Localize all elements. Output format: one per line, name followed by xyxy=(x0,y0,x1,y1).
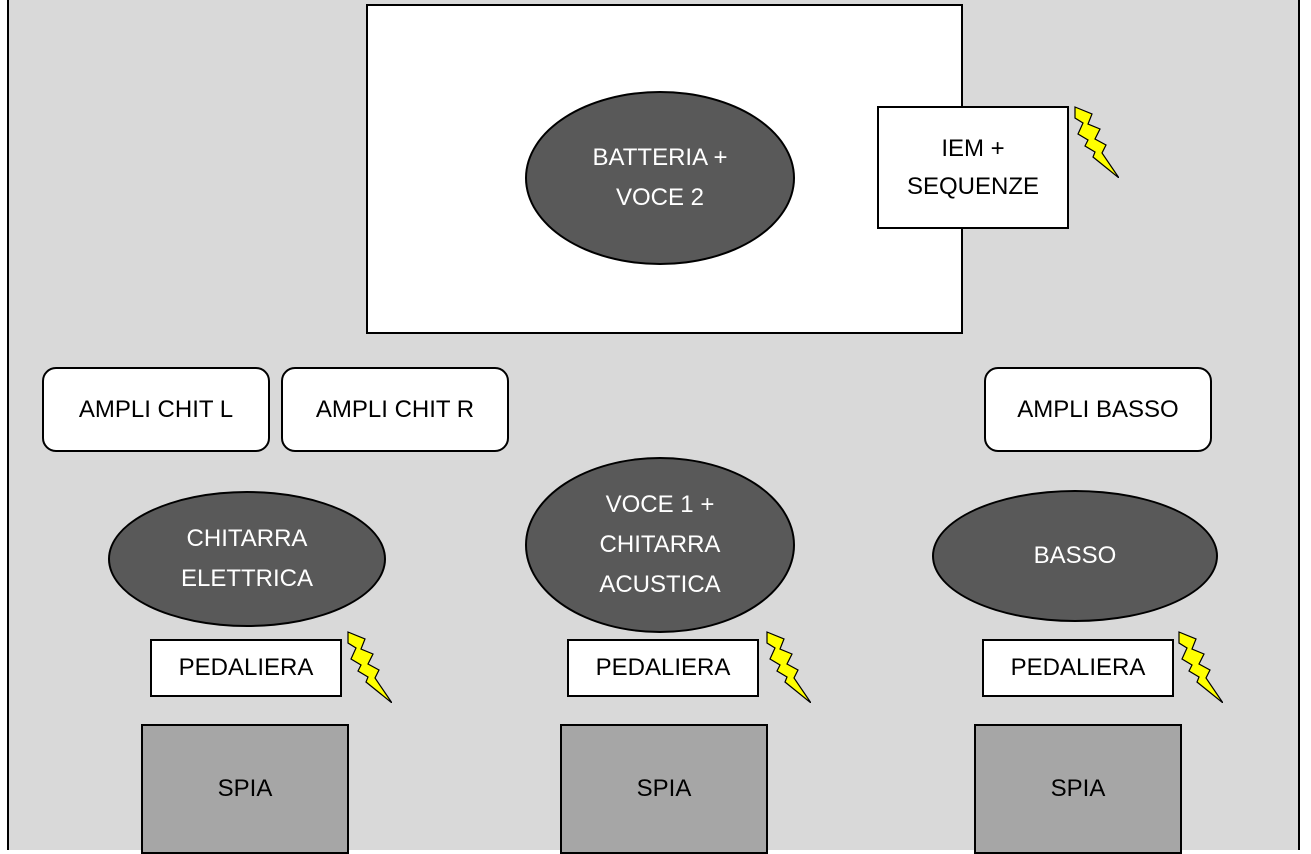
monitor-wedge-right: SPIA xyxy=(974,724,1182,854)
electric-guitar-position: CHITARRA ELETTRICA xyxy=(108,491,386,627)
pedalboard-right: PEDALIERA xyxy=(982,639,1174,697)
monitor-wedge-left: SPIA xyxy=(141,724,349,854)
lightning-bolt-icon xyxy=(347,631,392,703)
lightning-bolt-icon xyxy=(1178,631,1223,703)
guitar-amp-left: AMPLI CHIT L xyxy=(42,367,270,452)
guitar-amp-right: AMPLI CHIT R xyxy=(281,367,509,452)
pedalboard-left: PEDALIERA xyxy=(150,639,342,697)
drums-vocal2-position: BATTERIA + VOCE 2 xyxy=(525,91,795,265)
lightning-bolt-icon xyxy=(1074,106,1119,178)
pedalboard-center: PEDALIERA xyxy=(567,639,759,697)
lightning-bolt-icon xyxy=(766,631,811,703)
bass-position: BASSO xyxy=(932,490,1218,622)
monitor-wedge-center: SPIA xyxy=(560,724,768,854)
iem-sequences-box: IEM + SEQUENZE xyxy=(877,106,1069,229)
bass-amp: AMPLI BASSO xyxy=(984,367,1212,452)
vocal1-acoustic-guitar-position: VOCE 1 + CHITARRA ACUSTICA xyxy=(525,457,795,633)
